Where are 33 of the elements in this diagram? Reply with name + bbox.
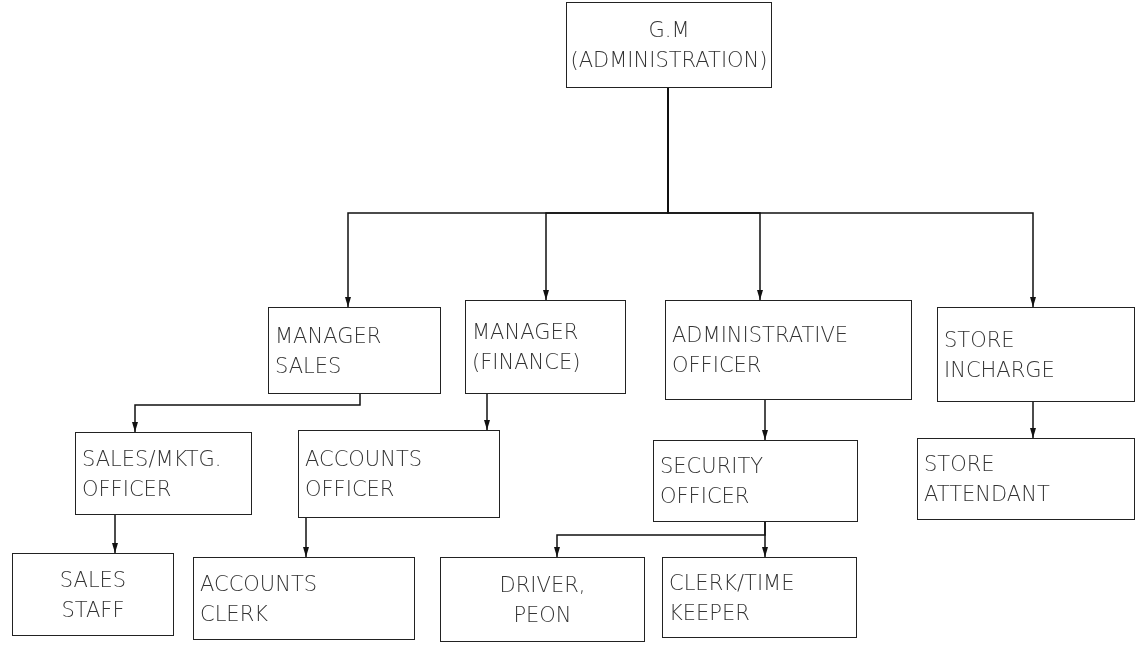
position-box: [653, 440, 858, 522]
arrow: [1029, 401, 1037, 439]
arrow: [111, 514, 119, 554]
position-box: [193, 557, 415, 640]
position-title: ACCOUNTS CLERK: [200, 570, 319, 628]
arrow: [302, 517, 310, 558]
position-title: ACCOUNTS OFFICER: [305, 446, 424, 503]
position-box: [12, 553, 174, 636]
arrow: [131, 393, 361, 433]
position-title: MANAGER SALES: [275, 322, 383, 380]
arrow: [483, 393, 491, 431]
position-box: [917, 438, 1135, 520]
position-title: SALES/MKTG. OFFICER: [82, 445, 223, 503]
position-title: CLERK/TIME KEEPER: [669, 569, 796, 627]
position-title: DRIVER, PEON: [498, 571, 587, 629]
position-box: [298, 430, 500, 518]
position-title: G.M (ADMINISTRATION): [569, 17, 769, 74]
position-box: [662, 557, 857, 638]
position-title: STORE INCHARGE: [944, 326, 1056, 384]
position-box: [268, 307, 441, 394]
position-box: [566, 2, 772, 88]
position-box: [937, 307, 1135, 402]
position-title: STORE ATTENDANT: [924, 451, 1051, 508]
position-title: MANAGER (FINANCE): [472, 319, 582, 376]
arrow: [761, 521, 769, 558]
arrow: [761, 399, 769, 441]
position-box: [75, 432, 252, 515]
position-box: [465, 300, 626, 394]
position-title: ADMINISTRATIVE OFFICER: [672, 322, 850, 379]
position-title: SECURITY OFFICER: [660, 453, 765, 510]
position-box: [665, 300, 912, 400]
position-box: [440, 557, 645, 642]
position-title: SALES STAFF: [58, 566, 128, 624]
